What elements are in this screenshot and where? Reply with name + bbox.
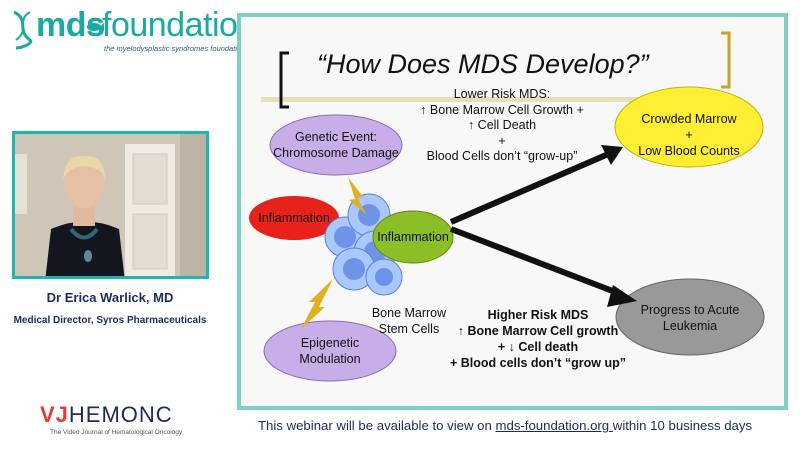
inflammation-green-label: Inflammation (377, 230, 449, 244)
progress-line-2: Leukemia (662, 319, 718, 333)
left-bracket (279, 51, 289, 109)
hemonc-label: HEMONC (68, 402, 173, 427)
dna-icon (13, 10, 33, 50)
logo-foundation: foundation (102, 6, 256, 44)
lower-risk-text: Lower Risk MDS: ↑ Bone Marrow Cell Growt… (417, 87, 587, 165)
progress-line-1: Progress to Acute (640, 303, 740, 317)
title-underline (261, 97, 741, 102)
arrow-lower-line (449, 226, 625, 298)
speaker-video (12, 131, 209, 279)
progress-label: Progress to Acute Leukemia (617, 302, 763, 334)
inflammation-red-ellipse (249, 196, 339, 240)
slide-title: “How Does MDS Develop?” (317, 49, 649, 79)
arrow-upper-head (601, 145, 623, 165)
genetic-event-label: Genetic Event: Chromosome Damage (271, 129, 401, 161)
availability-notice: This webinar will be available to view o… (258, 418, 752, 433)
higher-risk-line-4: + Blood cells don’t “grow up” (449, 356, 627, 370)
crowded-marrow-label: Crowded Marrow + Low Blood Counts (616, 111, 762, 159)
lower-risk-line-4: + (498, 133, 506, 148)
notice-prefix: This webinar will be available to view o… (258, 418, 496, 433)
lower-risk-line-5: Blood Cells don’t “grow-up” (426, 149, 578, 163)
higher-risk-line-1: Higher Risk MDS (487, 308, 589, 322)
genetic-event-line-2: Chromosome Damage (273, 146, 399, 160)
genetic-event-line-1: Genetic Event: (295, 130, 377, 144)
bone-marrow-line-1: Bone Marrow (371, 306, 447, 320)
vjhemonc-logo: VJHEMONC The Video Journal of Hematologi… (40, 402, 240, 442)
logo-tagline: the myelodysplastic syndromes foundation… (104, 44, 262, 53)
crowded-line-2: + (685, 128, 693, 142)
inflammation-green-ellipse (372, 210, 454, 264)
speaker-name: Dr Erica Warlick, MD (46, 290, 174, 305)
bone-marrow-label: Bone Marrow Stem Cells (366, 305, 452, 337)
right-bracket (721, 31, 731, 89)
mds-foundation-logo: mds foundation the myelodysplastic syndr… (10, 8, 261, 60)
lower-risk-line-1: Lower Risk MDS: (453, 87, 551, 101)
lightning-bolt-top (348, 177, 367, 215)
lower-risk-line-3: ↑ Cell Death (467, 118, 537, 132)
higher-risk-line-2: ↑ Bone Marrow Cell growth (457, 324, 619, 338)
crowded-marrow-ellipse (614, 86, 764, 168)
arrow-upper-line (449, 149, 615, 225)
vjhemonc-subtitle: The Video Journal of Hematological Oncol… (50, 429, 183, 436)
inflammation-red-label: Inflammation (258, 211, 330, 225)
genetic-event-ellipse (269, 114, 403, 176)
vj-label: VJ (40, 402, 69, 427)
fish-icon (87, 23, 104, 31)
speaker-title: Medical Director, Syros Pharmaceuticals (13, 315, 207, 326)
epigenetic-label: Epigenetic Modulation (264, 335, 396, 367)
higher-risk-line-3: + ↓ Cell death (497, 340, 579, 354)
vjhemonc-wordmark: VJHEMONC (40, 402, 173, 428)
epigenetic-ellipse (263, 320, 397, 382)
lower-risk-line-2: ↑ Bone Marrow Cell Growth + (420, 102, 584, 117)
epigenetic-line-1: Epigenetic (300, 336, 360, 350)
slide-graphics (249, 31, 765, 382)
mds-foundation-link[interactable]: mds-foundation.org (495, 418, 613, 433)
lightning-bolt-bottom (301, 279, 333, 329)
bone-marrow-line-2: Stem Cells (378, 322, 440, 336)
higher-risk-text: Higher Risk MDS ↑ Bone Marrow Cell growt… (447, 307, 629, 371)
epigenetic-line-2: Modulation (299, 352, 361, 366)
presentation-slide: “How Does MDS Develop?” Lower Risk MDS: … (237, 13, 788, 410)
notice-suffix: within 10 business days (612, 418, 753, 433)
crowded-line-3: Low Blood Counts (638, 144, 740, 158)
speaker-image (15, 134, 206, 276)
crowded-line-1: Crowded Marrow (641, 112, 737, 126)
progress-ellipse (615, 278, 765, 356)
arrow-lower-head (607, 285, 637, 307)
